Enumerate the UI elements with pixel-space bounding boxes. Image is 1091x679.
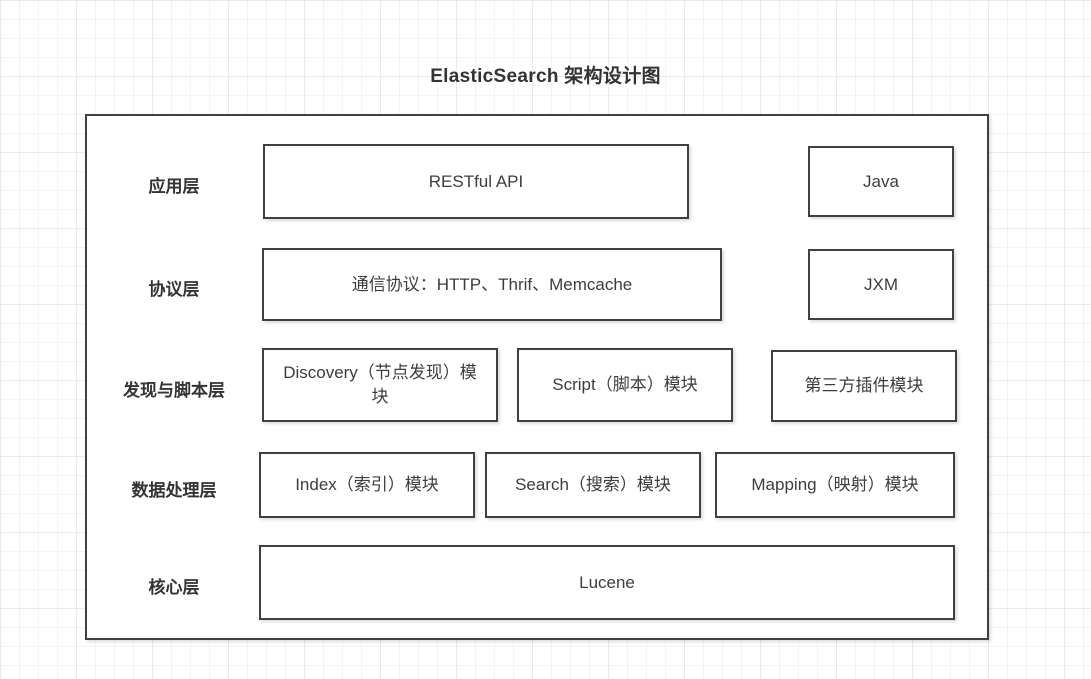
module-third-party-plugin: 第三方插件模块 bbox=[771, 350, 957, 422]
module-jxm: JXM bbox=[808, 249, 954, 320]
module-search: Search（搜索）模块 bbox=[485, 452, 701, 518]
layer-label-data-processing: 数据处理层 bbox=[131, 481, 217, 500]
module-mapping: Mapping（映射）模块 bbox=[715, 452, 955, 518]
module-index: Index（索引）模块 bbox=[259, 452, 475, 518]
module-discovery: Discovery（节点发现）模块 bbox=[262, 348, 498, 422]
layer-label-core: 核心层 bbox=[148, 578, 200, 597]
module-lucene: Lucene bbox=[259, 545, 955, 620]
page-title: ElasticSearch 架构设计图 bbox=[430, 66, 661, 87]
layer-label-application: 应用层 bbox=[148, 177, 200, 196]
module-restful-api: RESTful API bbox=[263, 144, 689, 219]
layer-label-protocol: 协议层 bbox=[148, 280, 200, 299]
layer-label-discovery-script: 发现与脚本层 bbox=[123, 381, 225, 400]
module-script: Script（脚本）模块 bbox=[517, 348, 733, 422]
module-communication-protocol: 通信协议：HTTP、Thrif、Memcache bbox=[262, 248, 722, 321]
module-java: Java bbox=[808, 146, 954, 217]
